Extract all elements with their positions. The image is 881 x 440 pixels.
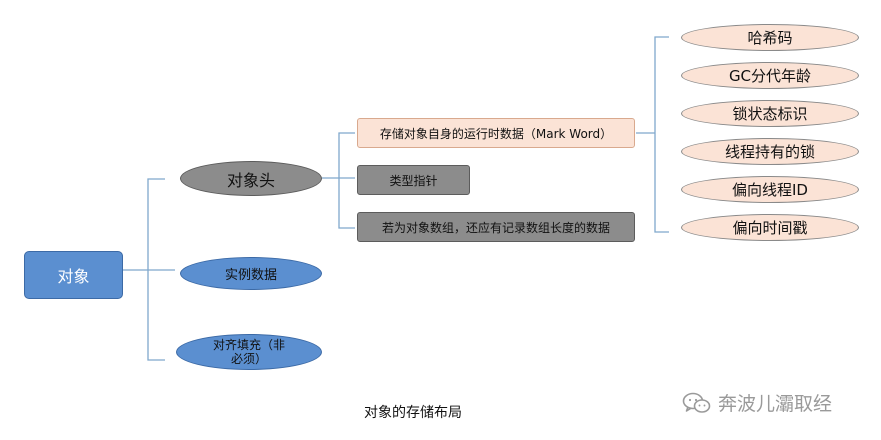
branch-padding: 对齐填充（非必须） [176,334,322,370]
header-part-mark-word: 存储对象自身的运行时数据（Mark Word） [357,118,635,148]
markword-item-lock-state: 锁状态标识 [681,100,859,127]
markword-item-biased-timestamp: 偏向时间戳 [681,214,859,241]
markword-item-hashcode: 哈希码 [681,24,859,51]
markword-item-biased-thread-id: 偏向线程ID [681,176,859,203]
wechat-icon [682,391,712,415]
root-node-object: 对象 [24,251,123,299]
markword-item-gc-age: GC分代年龄 [681,62,859,89]
header-part-type-pointer: 类型指针 [357,165,470,195]
branch-object-header: 对象头 [180,161,322,196]
watermark: 奔波儿灞取经 [682,389,832,416]
markword-item-thread-lock: 线程持有的锁 [681,138,859,165]
diagram-caption: 对象的存储布局 [364,405,462,421]
markword-items-bracket [654,36,669,233]
branch-instance-data: 实例数据 [180,257,322,290]
watermark-text: 奔波儿灞取经 [718,393,833,415]
header-part-array-length: 若为对象数组，还应有记录数组长度的数据 [357,212,635,242]
header-parts-bracket [338,132,355,229]
